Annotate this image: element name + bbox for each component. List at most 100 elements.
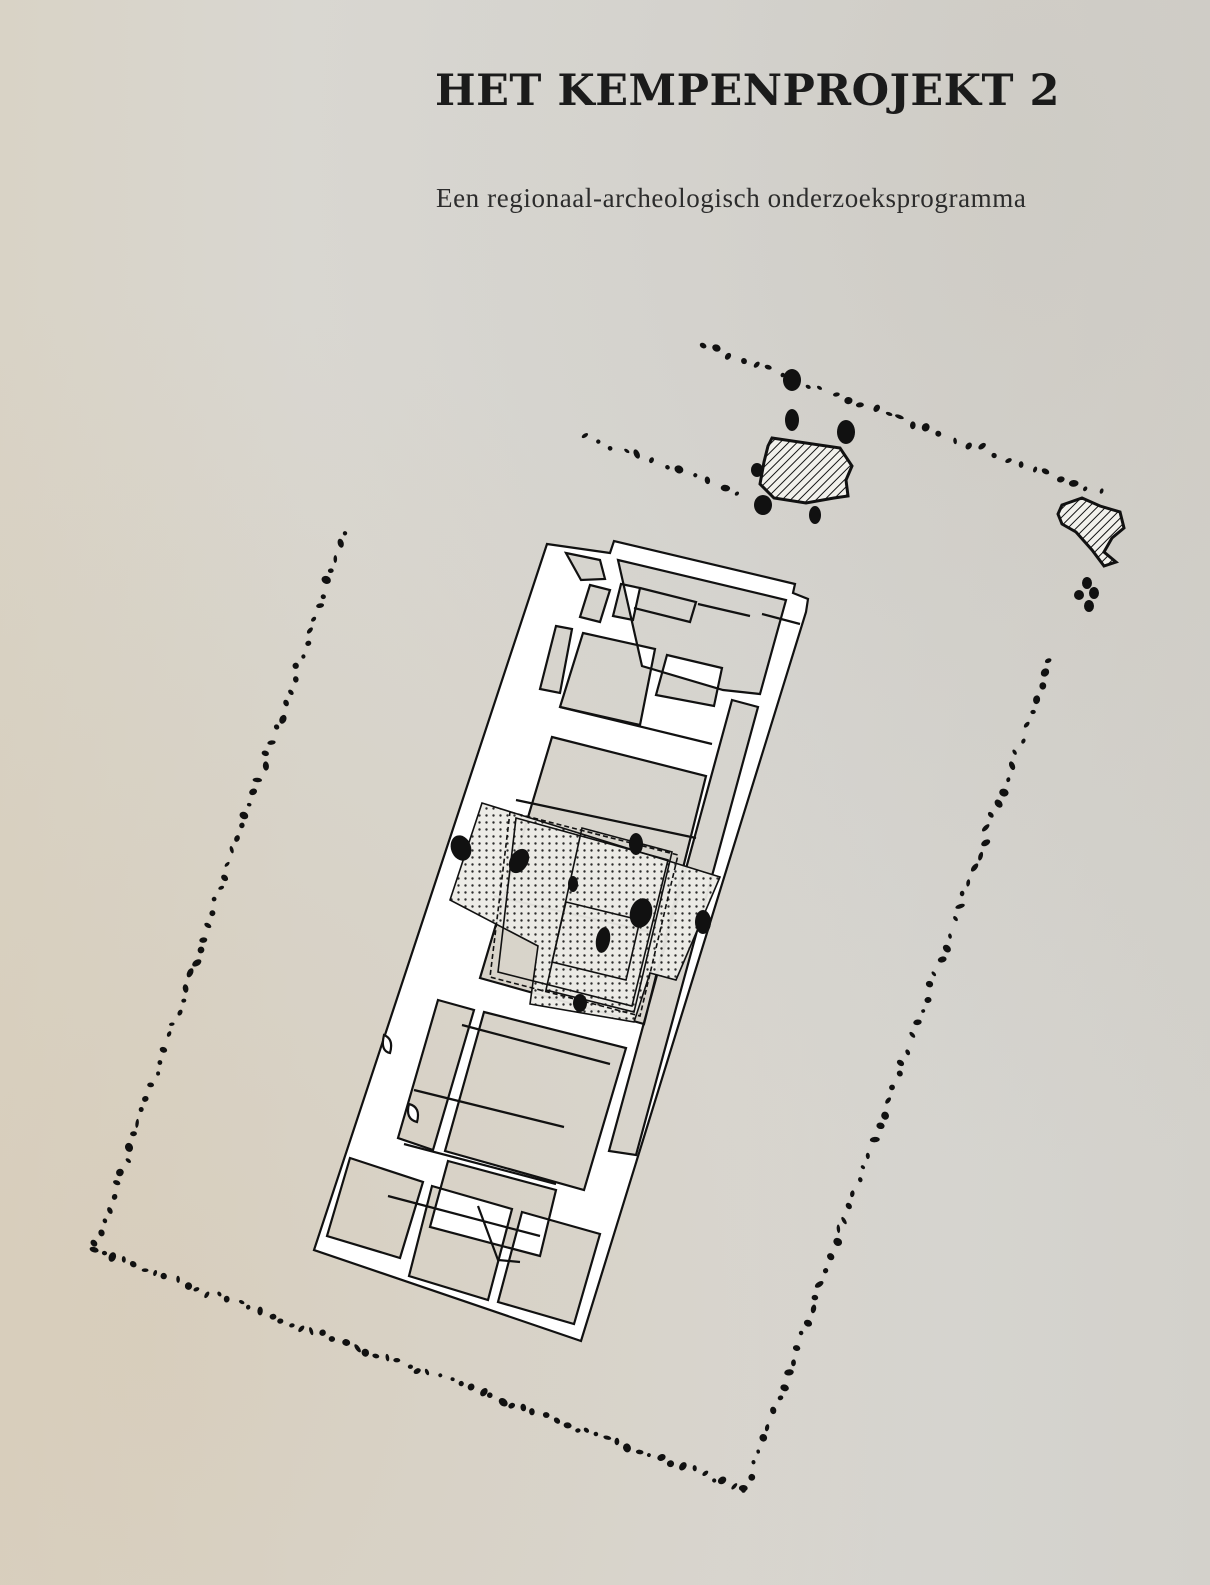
posthole (869, 1136, 880, 1143)
posthole (770, 1406, 777, 1415)
posthole (751, 1460, 756, 1465)
posthole (269, 1313, 277, 1320)
posthole (885, 1097, 891, 1104)
posthole (753, 361, 760, 368)
posthole (182, 984, 189, 993)
posthole (1023, 721, 1030, 728)
posthole (994, 799, 1003, 808)
posthole (186, 968, 194, 978)
posthole (292, 662, 299, 669)
posthole (125, 1158, 131, 1163)
posthole (845, 1202, 852, 1210)
posthole (734, 491, 740, 496)
posthole (305, 640, 312, 646)
posthole (966, 879, 971, 887)
posthole (777, 1395, 784, 1401)
posthole (197, 946, 205, 954)
posthole (193, 1287, 200, 1292)
building-walls (312, 539, 810, 1343)
posthole (987, 811, 994, 818)
posthole (959, 890, 965, 897)
posthole (717, 1476, 727, 1485)
posthole (925, 980, 934, 988)
posthole (792, 1345, 801, 1352)
posthole (298, 1325, 305, 1333)
posthole (805, 384, 811, 389)
posthole (218, 885, 225, 890)
posthole (337, 538, 344, 548)
cover-title: HET KEMPENPROJEKT 2 (435, 66, 1060, 116)
posthole (407, 1364, 413, 1369)
posthole (129, 1260, 137, 1268)
posthole (238, 1300, 245, 1305)
posthole (850, 1190, 855, 1198)
posthole (498, 1398, 508, 1407)
posthole (810, 1304, 817, 1314)
posthole (1041, 468, 1050, 475)
posthole (679, 1462, 687, 1471)
posthole (438, 1373, 443, 1378)
posthole (702, 1470, 709, 1477)
posthole (229, 846, 234, 854)
posthole (921, 1009, 926, 1013)
posthole (909, 1031, 916, 1038)
posthole (1030, 709, 1036, 715)
posthole (1021, 738, 1026, 744)
posthole (1005, 458, 1012, 464)
posthole (855, 402, 864, 408)
posthole (529, 1408, 535, 1416)
posthole (372, 1353, 380, 1359)
posthole (896, 1070, 903, 1077)
posthole (261, 750, 269, 757)
posthole (116, 1168, 124, 1177)
posthole (764, 1424, 770, 1432)
posthole (909, 421, 916, 430)
posthole (665, 465, 670, 470)
posthole (712, 1478, 717, 1483)
posthole (896, 1059, 905, 1067)
posthole (841, 1216, 847, 1225)
posthole (111, 1193, 118, 1200)
posthole (309, 1327, 314, 1336)
posthole (342, 531, 348, 536)
posthole (176, 1275, 180, 1283)
posthole (169, 1022, 175, 1026)
posthole (646, 1453, 651, 1458)
posthole (833, 1237, 843, 1246)
posthole (885, 411, 893, 416)
posthole (487, 1392, 493, 1398)
posthole (553, 1417, 561, 1424)
posthole (924, 996, 932, 1004)
posthole (712, 344, 721, 352)
posthole (424, 1368, 430, 1376)
posthole (316, 603, 325, 608)
posthole (999, 788, 1009, 797)
posthole (98, 1229, 105, 1237)
posthole (858, 1177, 863, 1183)
posthole (480, 1388, 488, 1397)
posthole (895, 414, 904, 420)
posthole (803, 1319, 813, 1327)
posthole (633, 449, 640, 459)
posthole (217, 1291, 222, 1297)
posthole (239, 811, 249, 820)
posthole (811, 1294, 819, 1301)
posthole (991, 452, 997, 459)
posthole (361, 1348, 370, 1357)
posthole (865, 1152, 870, 1160)
enclosure-postholes (89, 342, 1104, 1493)
posthole (1018, 461, 1024, 468)
posthole (741, 358, 747, 365)
posthole (138, 1107, 144, 1112)
posthole (311, 616, 317, 622)
posthole (1033, 695, 1041, 705)
posthole (699, 342, 707, 349)
posthole (1033, 466, 1038, 473)
posthole (328, 1336, 336, 1342)
posthole (125, 1142, 133, 1152)
posthole (141, 1268, 149, 1272)
posthole (342, 1339, 351, 1346)
posthole (239, 822, 245, 829)
posthole (288, 689, 294, 696)
